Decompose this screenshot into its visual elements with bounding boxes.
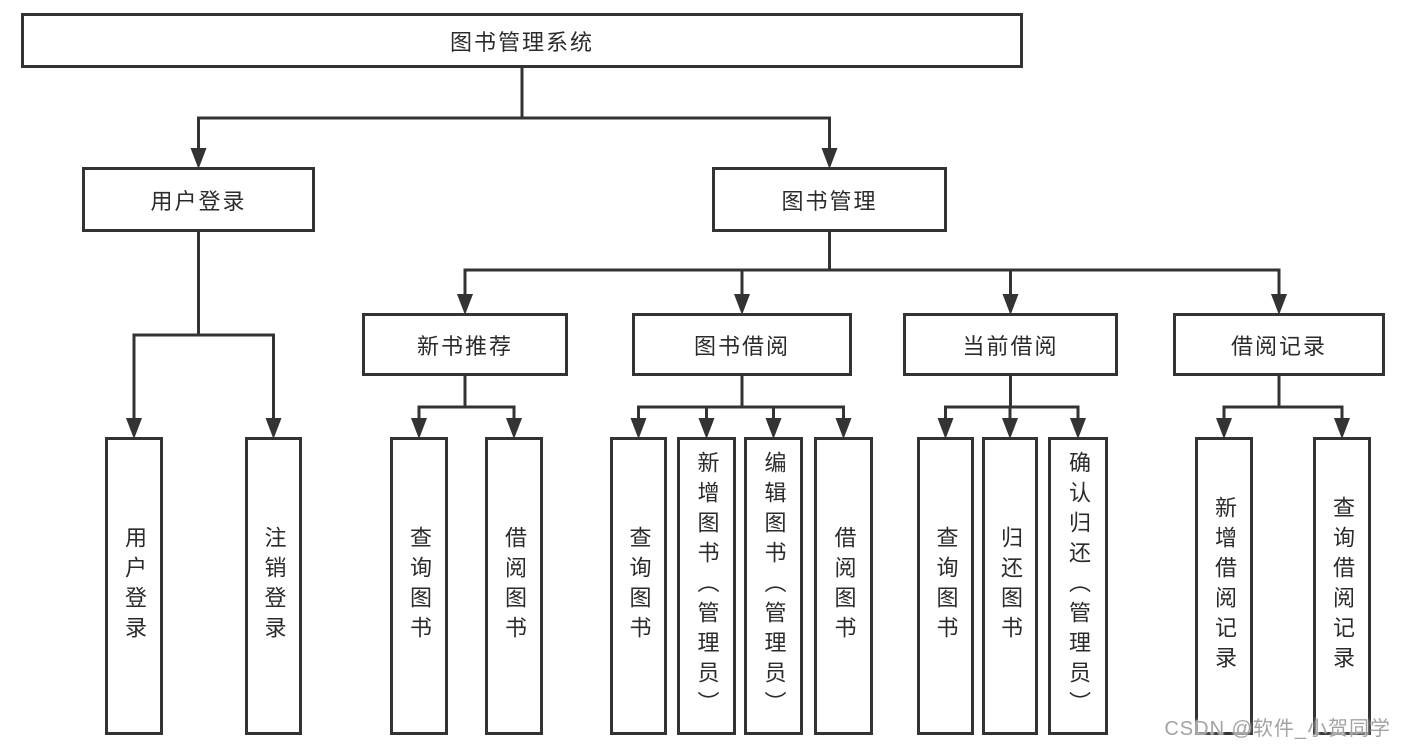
node-label-borrow-books-2: 借阅图书 [831, 526, 857, 646]
arrowhead-book-borrow [734, 294, 750, 315]
node-label-root: 图书管理系统 [449, 29, 594, 55]
arrowhead-current-borrow [1002, 294, 1019, 315]
node-return-books: 归还图书 [982, 437, 1038, 735]
arrowhead-new-books [457, 294, 473, 315]
node-query-books-3: 查询图书 [917, 437, 974, 735]
node-label-query-books-2: 查询图书 [626, 526, 652, 646]
node-label-logout: 注销登录 [261, 526, 287, 646]
node-query-borrow-rec: 查询借阅记录 [1313, 437, 1371, 735]
arrowhead-add-books-admin [698, 418, 715, 439]
node-confirm-return: 确认归还（管理员） [1048, 437, 1108, 735]
arrowhead-borrow-books-2 [835, 418, 852, 439]
node-new-books: 新书推荐 [362, 313, 568, 376]
arrowhead-edit-books-admin [765, 418, 782, 439]
node-label-book-mgmt: 图书管理 [781, 188, 878, 214]
node-label-add-books-admin: 新增图书（管理员） [694, 451, 720, 721]
watermark: CSDN @软件_小贺同学 [1164, 718, 1391, 740]
arrowhead-query-books-1 [411, 418, 427, 439]
node-label-borrow-books-1: 借阅图书 [502, 526, 527, 646]
node-logout: 注销登录 [245, 437, 302, 735]
node-label-current-borrow: 当前借阅 [962, 333, 1059, 359]
arrowhead-return-books [1002, 418, 1018, 439]
node-current-borrow: 当前借阅 [903, 313, 1118, 376]
node-label-user-login-group: 用户登录 [150, 188, 247, 214]
arrowhead-borrow-books-1 [506, 418, 522, 439]
node-label-user-login: 用户登录 [122, 526, 147, 646]
node-label-borrow-records: 借阅记录 [1230, 333, 1327, 359]
node-query-books-2: 查询图书 [610, 437, 667, 735]
arrowhead-borrow-records [1271, 294, 1287, 315]
node-query-books-1: 查询图书 [390, 437, 448, 735]
node-root: 图书管理系统 [21, 13, 1023, 68]
node-label-return-books: 归还图书 [998, 526, 1023, 646]
node-user-login: 用户登录 [105, 437, 163, 735]
arrowhead-query-books-3 [937, 418, 954, 439]
arrowhead-add-borrow-rec [1216, 418, 1232, 439]
arrowhead-user-login-group [190, 148, 207, 169]
node-add-books-admin: 新增图书（管理员） [677, 437, 736, 735]
node-label-add-borrow-rec: 新增借阅记录 [1212, 496, 1237, 676]
arrowhead-logout [265, 418, 282, 439]
node-label-query-books-3: 查询图书 [933, 526, 959, 646]
node-label-query-borrow-rec: 查询借阅记录 [1330, 496, 1355, 676]
node-borrow-books-2: 借阅图书 [814, 437, 873, 735]
node-borrow-records: 借阅记录 [1173, 313, 1385, 376]
node-label-confirm-return: 确认归还（管理员） [1066, 451, 1091, 721]
node-edit-books-admin: 编辑图书（管理员） [744, 437, 803, 735]
node-label-edit-books-admin: 编辑图书（管理员） [761, 451, 787, 721]
arrowhead-book-mgmt [821, 148, 838, 169]
arrowhead-query-borrow-rec [1334, 418, 1350, 439]
node-user-login-group: 用户登录 [82, 167, 315, 232]
node-book-borrow: 图书借阅 [632, 313, 852, 376]
node-label-book-borrow: 图书借阅 [693, 333, 790, 359]
arrowhead-confirm-return [1070, 418, 1086, 439]
arrowhead-user-login [126, 418, 142, 439]
arrowhead-query-books-2 [630, 418, 647, 439]
node-borrow-books-1: 借阅图书 [485, 437, 543, 735]
node-label-query-books-1: 查询图书 [407, 526, 432, 646]
node-book-mgmt: 图书管理 [712, 167, 947, 232]
node-add-borrow-rec: 新增借阅记录 [1195, 437, 1253, 735]
node-label-new-books: 新书推荐 [416, 333, 513, 359]
